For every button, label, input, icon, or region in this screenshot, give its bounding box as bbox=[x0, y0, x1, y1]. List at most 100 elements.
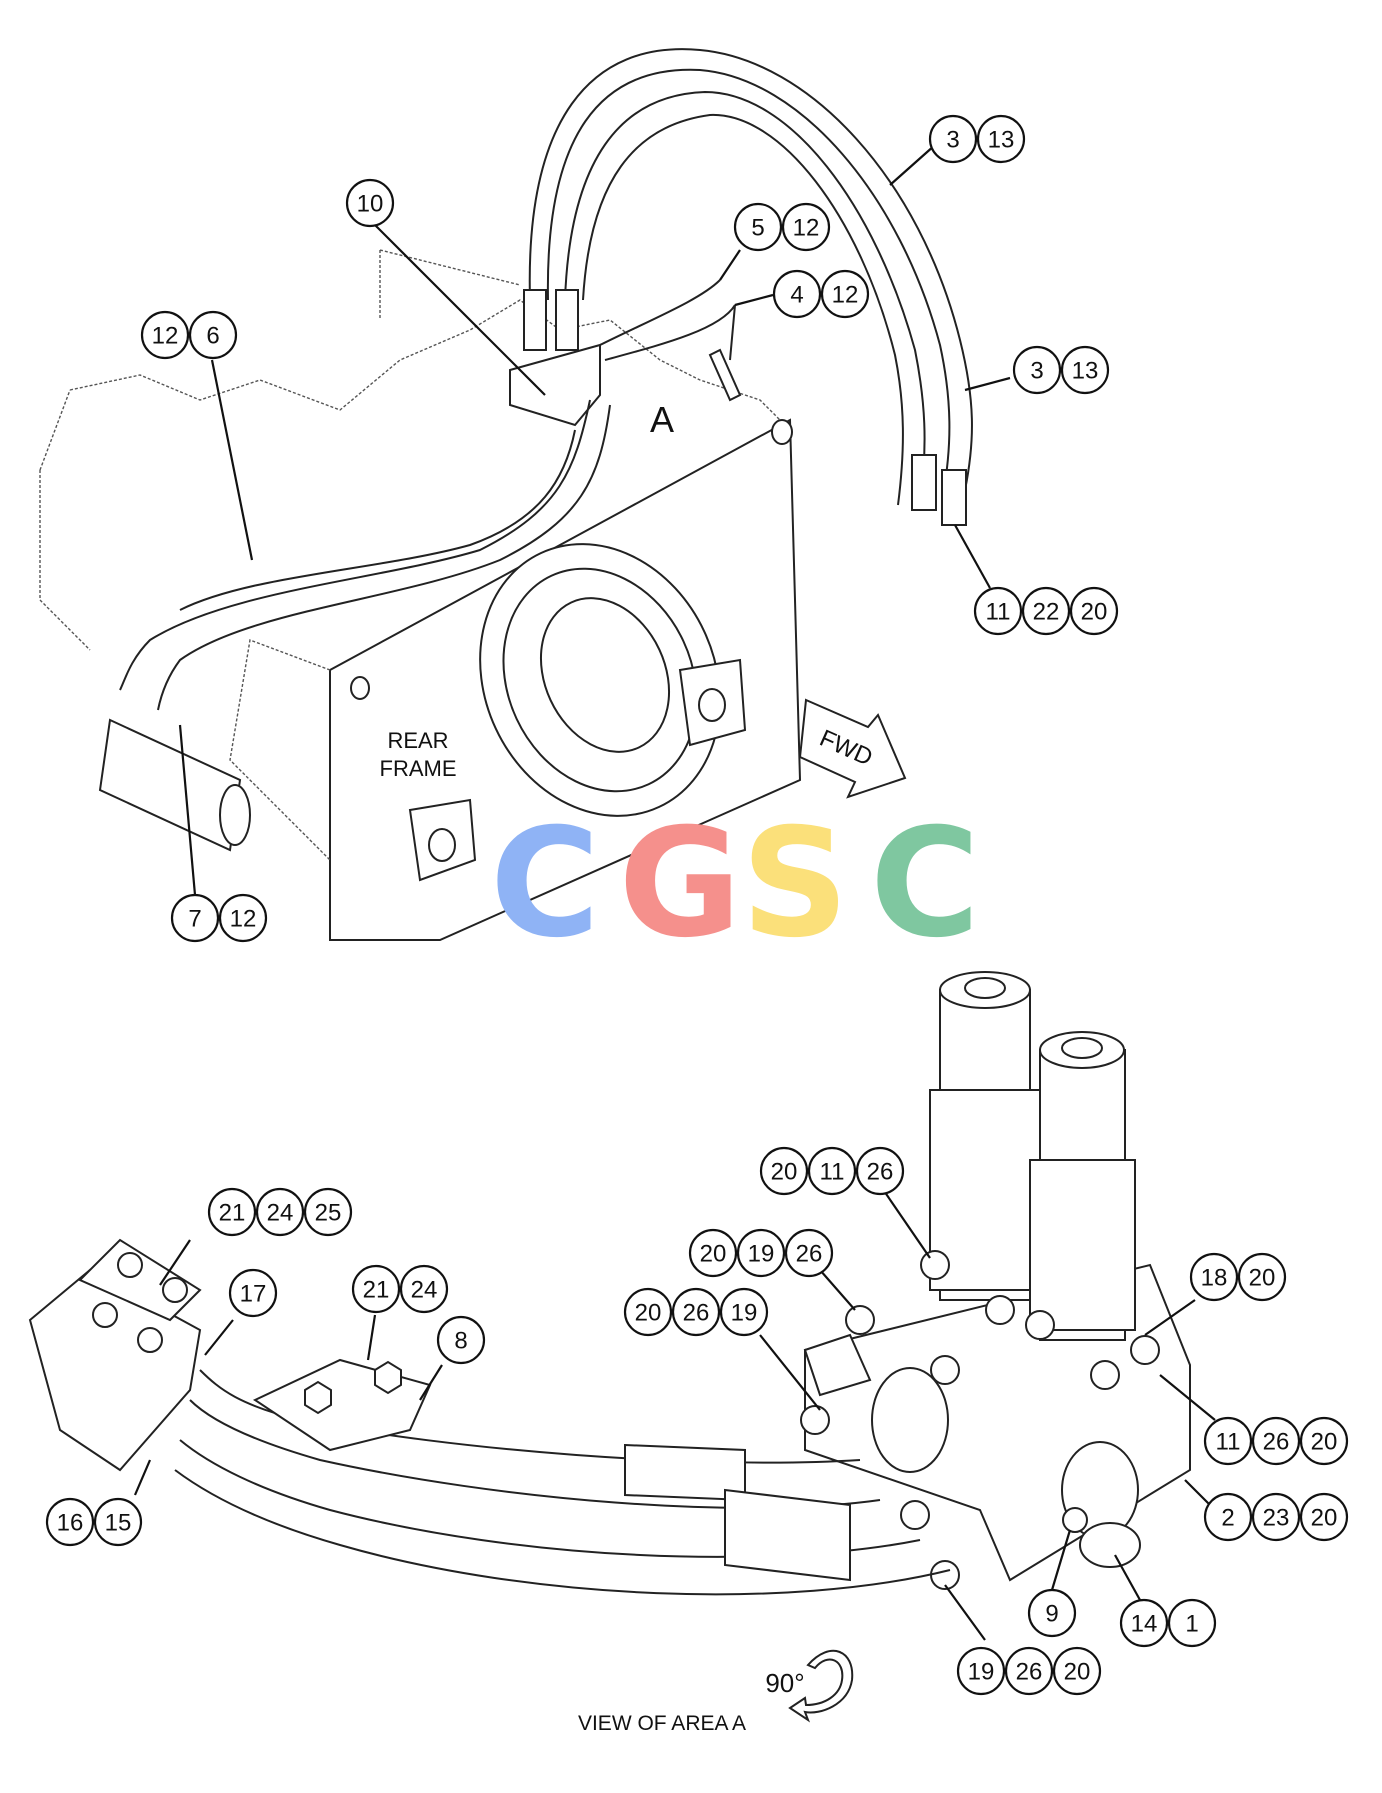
callout-bubble bbox=[671, 1287, 721, 1337]
callout-bubble bbox=[1167, 1598, 1217, 1648]
callout-bubble bbox=[1021, 586, 1071, 636]
callout-group: 12 6 bbox=[140, 310, 238, 360]
callout-group: 5 12 bbox=[733, 202, 831, 252]
callout-bubble bbox=[255, 1187, 305, 1237]
callout-group: 7 12 bbox=[170, 893, 268, 943]
callout-bubble bbox=[820, 269, 870, 319]
callout-bubble bbox=[1027, 1588, 1077, 1638]
callout-number: 13 bbox=[988, 127, 1015, 154]
callout-bubble bbox=[688, 1228, 738, 1278]
callout-number: 15 bbox=[105, 1510, 132, 1537]
watermark-letter: S bbox=[741, 797, 849, 971]
callout-number: 22 bbox=[1033, 599, 1060, 626]
callout-number: 17 bbox=[240, 1281, 267, 1308]
callout-bubble bbox=[1060, 345, 1110, 395]
callout-bubble bbox=[855, 1146, 905, 1196]
callout-group: 20 26 19 bbox=[623, 1287, 769, 1337]
callout-number: 18 bbox=[1201, 1265, 1228, 1292]
rear-frame-label-line2: FRAME bbox=[380, 756, 457, 781]
callout-bubble bbox=[1012, 345, 1062, 395]
callout-number: 12 bbox=[230, 906, 257, 933]
callout-bubble bbox=[93, 1497, 143, 1547]
callout-number: 6 bbox=[206, 323, 219, 350]
callout-number: 20 bbox=[700, 1241, 727, 1268]
callout-bubble bbox=[1119, 1598, 1169, 1648]
callout-bubble bbox=[1189, 1252, 1239, 1302]
callout-bubble bbox=[228, 1268, 278, 1318]
callout-bubble bbox=[976, 114, 1026, 164]
callout-number: 7 bbox=[188, 906, 201, 933]
callout-bubble bbox=[1251, 1492, 1301, 1542]
callout-bubble bbox=[140, 310, 190, 360]
callout-bubble bbox=[1237, 1252, 1287, 1302]
callout-group: 10 bbox=[345, 178, 395, 228]
watermark-letter: G bbox=[618, 797, 741, 971]
callout-number: 20 bbox=[1081, 599, 1108, 626]
callout-number: 20 bbox=[1249, 1265, 1276, 1292]
callout-group: 20 19 26 bbox=[688, 1228, 834, 1278]
callout-number: 12 bbox=[832, 282, 859, 309]
callout-bubble bbox=[736, 1228, 786, 1278]
callout-number: 19 bbox=[748, 1241, 775, 1268]
callout-number: 12 bbox=[152, 323, 179, 350]
callout-number: 16 bbox=[57, 1510, 84, 1537]
leader-lines bbox=[133, 144, 1216, 1641]
callout-number: 10 bbox=[357, 191, 384, 218]
callout-number: 5 bbox=[751, 215, 764, 242]
callout-number: 19 bbox=[731, 1300, 758, 1327]
callout-bubble bbox=[218, 893, 268, 943]
callout-group: 17 bbox=[228, 1268, 278, 1318]
callout-bubble bbox=[1004, 1646, 1054, 1696]
callout-number: 4 bbox=[790, 282, 803, 309]
callout-bubble bbox=[351, 1264, 401, 1314]
callout-number: 3 bbox=[946, 127, 959, 154]
callout-bubble bbox=[719, 1287, 769, 1337]
callout-number: 13 bbox=[1072, 358, 1099, 385]
callout-group: 9 bbox=[1027, 1588, 1077, 1638]
callout-bubble bbox=[973, 586, 1023, 636]
rotation-label: 90° bbox=[765, 1668, 804, 1698]
callout-bubble bbox=[436, 1315, 486, 1365]
callout-number: 2 bbox=[1221, 1505, 1234, 1532]
callout-bubble bbox=[1052, 1646, 1102, 1696]
callout-number: 23 bbox=[1263, 1505, 1290, 1532]
callout-bubble bbox=[928, 114, 978, 164]
callout-bubble bbox=[772, 269, 822, 319]
callout-bubble bbox=[733, 202, 783, 252]
area-marker: A bbox=[650, 399, 674, 440]
callout-bubble bbox=[1299, 1416, 1349, 1466]
callout-number: 26 bbox=[1016, 1659, 1043, 1686]
callout-number: 24 bbox=[267, 1200, 294, 1227]
area-a-detail bbox=[28, 971, 1191, 1596]
callout-number: 11 bbox=[986, 599, 1011, 626]
rear-frame-label-line1: REAR bbox=[387, 728, 448, 753]
callout-bubble bbox=[1203, 1492, 1253, 1542]
view-caption: VIEW OF AREA A bbox=[578, 1712, 746, 1735]
fwd-arrow: FWD bbox=[798, 698, 907, 799]
callout-number: 21 bbox=[219, 1200, 246, 1227]
callout-bubble bbox=[170, 893, 220, 943]
callout-number: 20 bbox=[1064, 1659, 1091, 1686]
callout-group: 3 13 bbox=[928, 114, 1026, 164]
callout-number: 20 bbox=[635, 1300, 662, 1327]
callout-group: 4 12 bbox=[772, 269, 870, 319]
callout-number: 26 bbox=[796, 1241, 823, 1268]
callout-bubble bbox=[207, 1187, 257, 1237]
callout-number: 26 bbox=[683, 1300, 710, 1327]
callout-number: 19 bbox=[968, 1659, 995, 1686]
callout-group: 19 26 20 bbox=[956, 1646, 1102, 1696]
rear-frame-assembly bbox=[39, 249, 802, 941]
callout-bubble bbox=[956, 1646, 1006, 1696]
hydraulic-hoses bbox=[119, 48, 973, 711]
callout-number: 14 bbox=[1131, 1611, 1158, 1638]
watermark-letter: C bbox=[870, 797, 980, 971]
callout-number: 12 bbox=[793, 215, 820, 242]
callout-number: 26 bbox=[1263, 1429, 1290, 1456]
